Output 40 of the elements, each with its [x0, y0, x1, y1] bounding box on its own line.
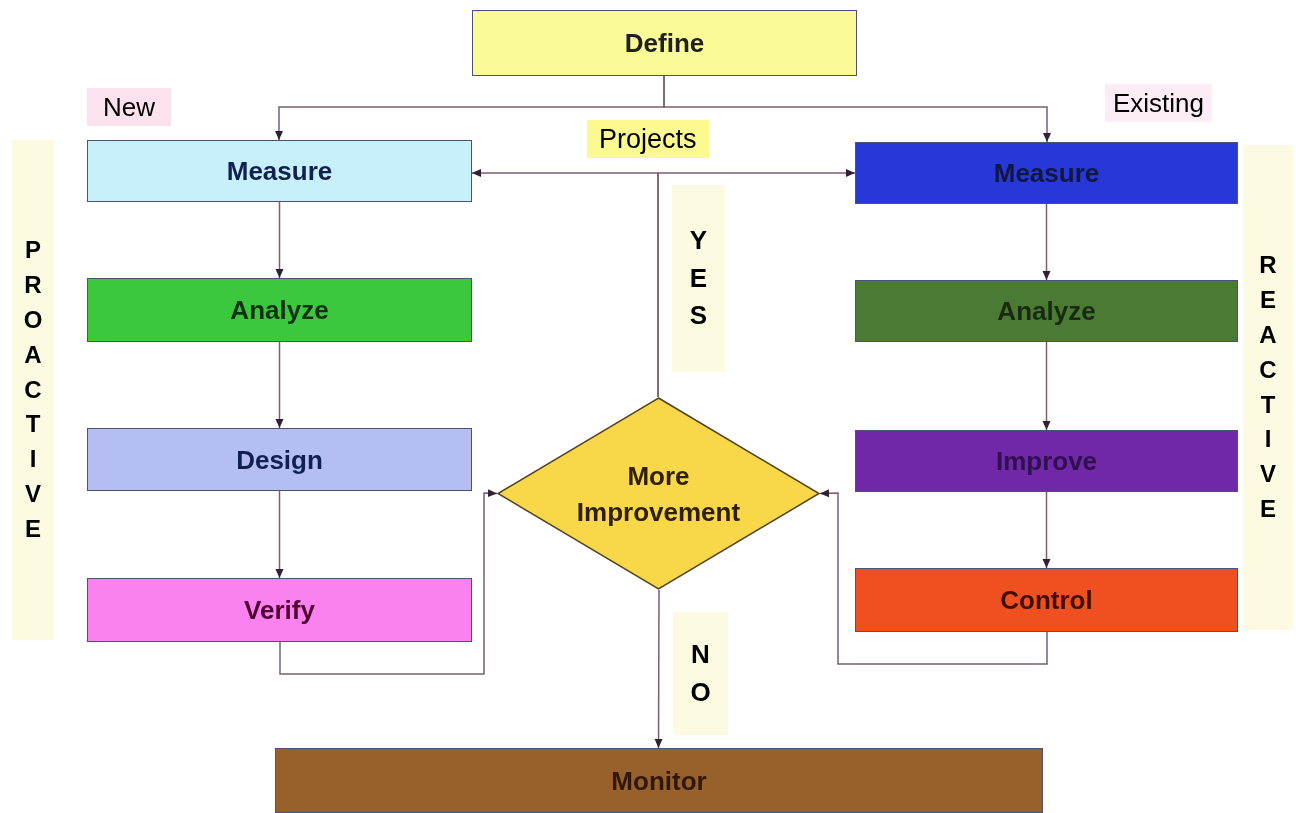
connector-arrow	[663, 75, 1051, 143]
node-label: Define	[624, 27, 705, 60]
node-label: Measure	[993, 157, 1100, 190]
connector-arrow	[657, 169, 856, 398]
text-label: Existing	[1105, 84, 1213, 122]
process-box	[87, 578, 472, 642]
node-label: Control	[1000, 584, 1093, 617]
connector-arrow	[654, 589, 663, 749]
node-label: Design	[236, 443, 323, 477]
side-label: PROACTIVE	[12, 140, 54, 640]
node-label: Analyze	[230, 294, 329, 327]
connector-arrow	[275, 490, 284, 579]
process-box	[87, 428, 472, 491]
process-box	[855, 280, 1238, 342]
connector-arrow	[1042, 341, 1051, 431]
connector-arrow	[1042, 203, 1051, 281]
text-label: New	[87, 88, 171, 126]
node-label: Monitor	[611, 764, 707, 798]
side-label: REACTIVE	[1243, 145, 1293, 630]
process-box	[855, 568, 1238, 632]
edge-label: NO	[673, 612, 728, 735]
text-label: Projects	[587, 120, 709, 158]
connector-arrow	[279, 489, 498, 675]
node-label: More Improvement	[575, 459, 742, 529]
connector-arrow	[819, 489, 1048, 665]
connector-arrow	[275, 201, 284, 279]
decision-diamond	[497, 397, 820, 590]
process-box	[275, 748, 1043, 813]
process-box	[855, 430, 1238, 492]
process-box	[855, 142, 1238, 204]
node-label: Verify	[244, 594, 315, 627]
process-box	[87, 140, 472, 202]
node-label: Improve	[995, 445, 1098, 478]
process-box	[87, 278, 472, 342]
connector-arrow	[1042, 491, 1051, 569]
connector-arrow	[275, 341, 284, 429]
edge-label: YES	[672, 185, 725, 372]
node-label: Analyze	[997, 295, 1096, 328]
node-label: Measure	[226, 155, 333, 188]
process-box	[472, 10, 857, 76]
